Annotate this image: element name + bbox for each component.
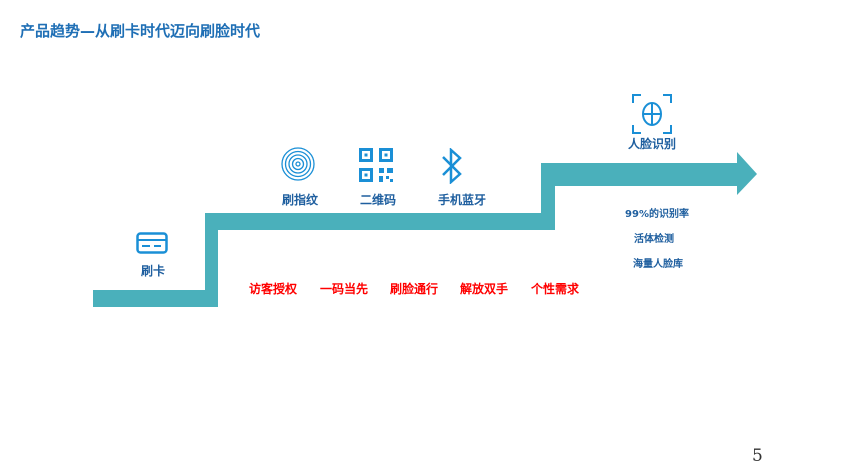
slide-title: 产品趋势—从刷卡时代迈向刷脸时代	[20, 22, 261, 40]
fingerprint-icon	[281, 147, 315, 181]
stage-bluetooth-label: 手机蓝牙	[437, 193, 487, 207]
qr-code-icon	[359, 148, 393, 182]
stage-fingerprint-label: 刷指纹	[281, 193, 319, 207]
benefit-item: 个性需求	[531, 282, 580, 296]
page-number: 5	[752, 446, 763, 466]
benefit-item: 解放双手	[460, 282, 509, 296]
benefit-item: 访客授权	[249, 282, 298, 296]
bluetooth-icon	[442, 148, 462, 184]
card-icon	[136, 232, 168, 254]
face-feature: 海量人脸库	[633, 259, 683, 270]
stage-card-label: 刷卡	[140, 264, 166, 278]
benefit-item: 一码当先	[320, 282, 369, 296]
face-recognition-icon	[632, 94, 672, 134]
face-feature: 99%的识别率	[625, 209, 689, 220]
stage-face-label: 人脸识别	[627, 137, 677, 151]
stage-qrcode-label: 二维码	[359, 193, 397, 207]
face-feature: 活体检测	[634, 234, 674, 245]
benefit-item: 刷脸通行	[390, 282, 439, 296]
